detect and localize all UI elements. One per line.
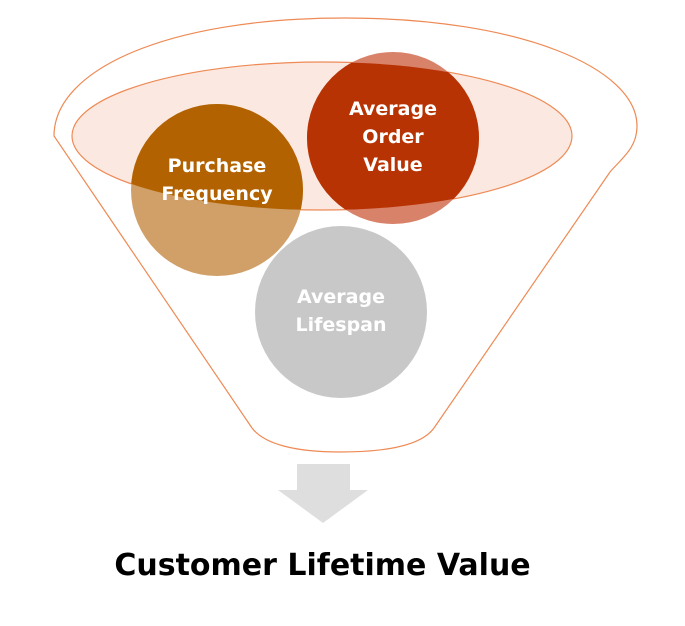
- average-order-value-label-line1: Average: [349, 98, 437, 120]
- average-lifespan-circle: [255, 226, 427, 398]
- purchase-frequency-label-line1: Purchase: [168, 155, 267, 177]
- average-lifespan-label-line2: Lifespan: [295, 314, 386, 336]
- funnel-outline: [53, 17, 638, 453]
- average-order-value-label-line2: Order: [362, 126, 424, 148]
- diagram-caption: Customer Lifetime Value: [114, 548, 531, 583]
- average-order-value-circle: [307, 52, 479, 224]
- average-lifespan-label-line1: Average: [297, 286, 385, 308]
- average-order-value-label-line3: Value: [363, 154, 422, 176]
- purchase-frequency-label-line2: Frequency: [161, 183, 273, 205]
- purchase-frequency-circle: [131, 104, 303, 276]
- down-arrow-icon: [278, 464, 368, 523]
